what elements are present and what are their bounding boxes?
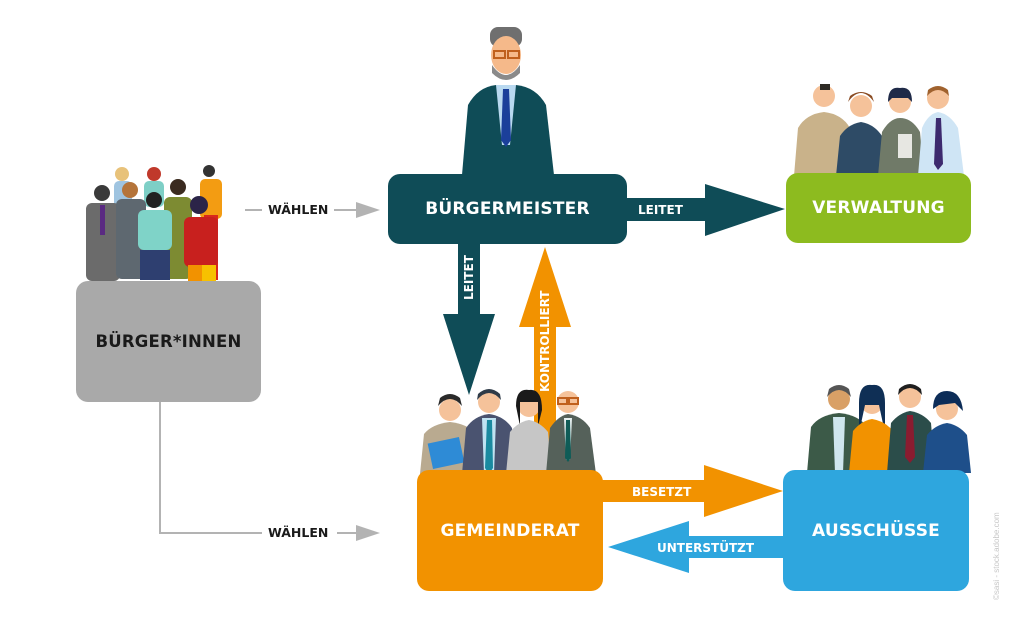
verwaltung-label: VERWALTUNG bbox=[812, 198, 945, 218]
buerger-label: BÜRGER*INNEN bbox=[95, 332, 242, 351]
verwaltung-box: VERWALTUNG bbox=[786, 173, 971, 243]
gemeinderat-box: GEMEINDERAT bbox=[417, 470, 603, 591]
image-credit: ©sasi - stock.adobe.com bbox=[992, 512, 1001, 600]
mayor-illustration bbox=[462, 27, 554, 175]
citizen-figure bbox=[86, 165, 222, 281]
committee-illustration bbox=[807, 384, 971, 473]
unterstuetzt-label: UNTERSTÜTZT bbox=[657, 541, 755, 555]
kontrolliert-label: KONTROLLIERT bbox=[538, 290, 552, 392]
gemeinderat-label: GEMEINDERAT bbox=[440, 520, 580, 541]
mayor-tie bbox=[501, 89, 511, 147]
buerger-box: BÜRGER*INNEN bbox=[76, 281, 261, 402]
leitet-right-arrow bbox=[620, 184, 785, 236]
kontrolliert-up-arrow bbox=[519, 247, 571, 475]
citizens-illustration bbox=[86, 165, 222, 281]
besetzt-label: BESETZT bbox=[632, 485, 692, 499]
waehlen-top-label: WÄHLEN bbox=[268, 202, 329, 217]
besetzt-right-arrow bbox=[595, 465, 783, 517]
ausschuesse-label: AUSSCHÜSSE bbox=[811, 520, 940, 541]
waehlen-bottom-label: WÄHLEN bbox=[268, 525, 329, 540]
waehlen-top-arrowhead bbox=[356, 202, 380, 218]
leitet-down-arrow bbox=[443, 240, 495, 395]
buergermeister-box: BÜRGERMEISTER bbox=[388, 174, 627, 244]
buergermeister-label: BÜRGERMEISTER bbox=[425, 199, 590, 219]
ausschuesse-box: AUSSCHÜSSE bbox=[783, 470, 969, 591]
council-illustration bbox=[420, 389, 596, 474]
leitet-right-label: LEITET bbox=[638, 203, 683, 217]
administration-illustration bbox=[794, 84, 964, 176]
unterstuetzt-left-arrow bbox=[608, 521, 790, 573]
waehlen-bottom-arrowhead bbox=[356, 525, 380, 541]
waehlen-bottom-elbow bbox=[159, 402, 262, 534]
leitet-down-label: LEITET bbox=[462, 255, 476, 300]
